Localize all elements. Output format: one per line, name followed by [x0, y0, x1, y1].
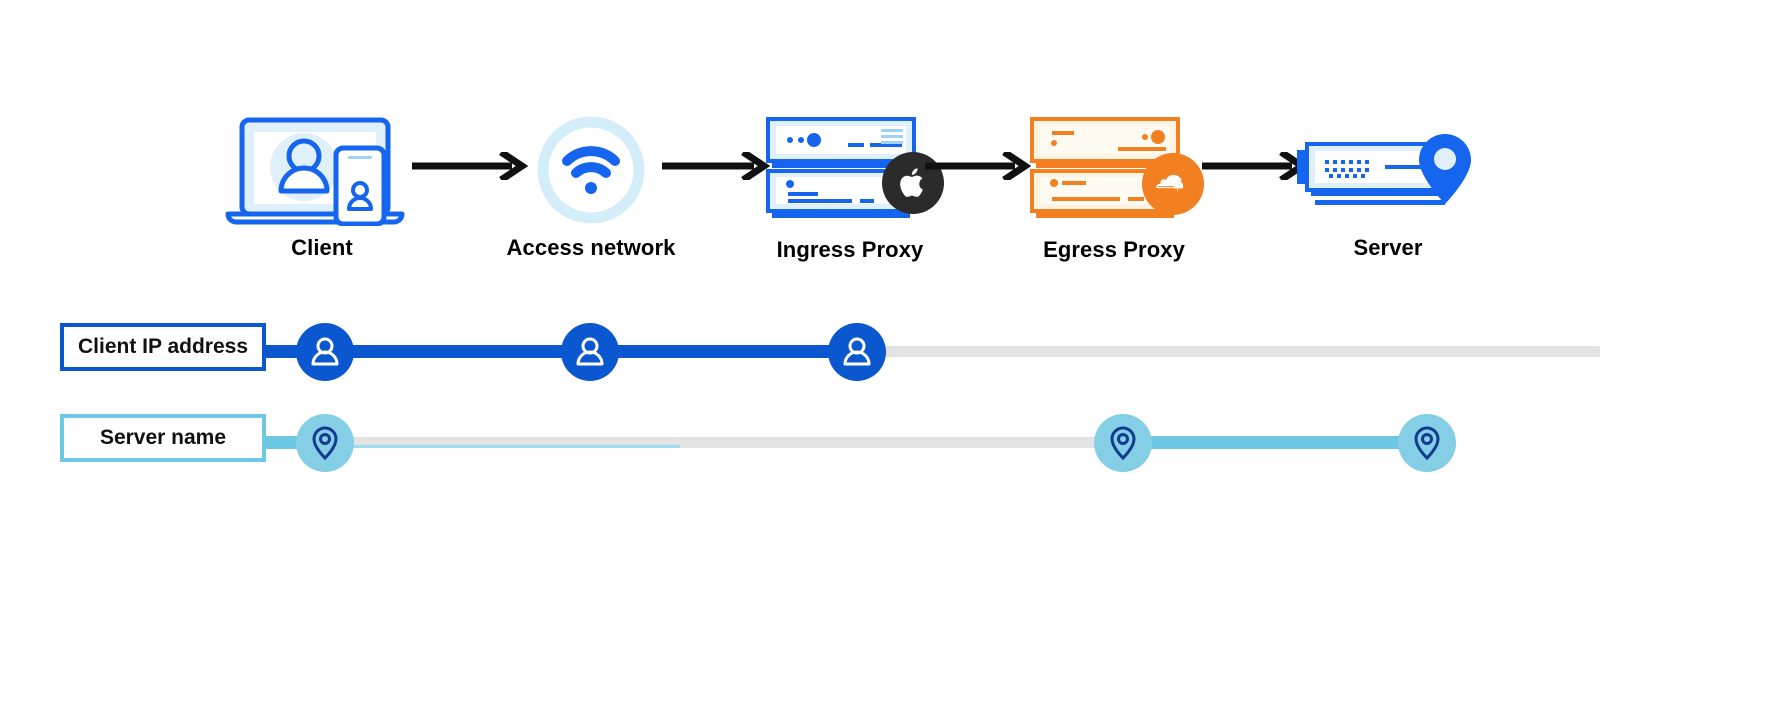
cloudflare-logo-icon	[1156, 174, 1184, 193]
map-pin-icon	[312, 426, 338, 461]
timeline-node-server-name-server	[1398, 414, 1456, 472]
timeline-label-box-server-name: Server name	[60, 414, 266, 462]
pipeline-label-server: Server	[1353, 235, 1423, 260]
timeline-label-box-client-ip: Client IP address	[60, 323, 267, 371]
timeline-node-client-ip-access-network	[561, 323, 619, 381]
arrow-ingress-proxy-to-egress-proxy	[925, 152, 1032, 180]
pipeline-node-client: Client	[222, 105, 422, 261]
person-icon	[576, 337, 604, 366]
cloudflare-logo-badge	[1142, 153, 1204, 215]
apple-logo-icon	[900, 168, 923, 197]
timeline-row-client-ip-address: Client IP address	[0, 307, 1792, 397]
arrow-client-to-access-network	[412, 152, 529, 180]
pipeline-node-access-network: Access network	[491, 105, 691, 261]
map-pin-icon	[1110, 426, 1136, 461]
pipeline-label-client: Client	[291, 235, 353, 260]
timeline-label-server-name: Server name	[99, 426, 227, 449]
timeline-node-server-name-egress-proxy	[1094, 414, 1152, 472]
server-icon-art	[1288, 105, 1488, 235]
server-stack-blue-icon	[766, 117, 916, 218]
ingress-proxy-icon-art	[750, 105, 950, 237]
server-unit-pin-icon	[1297, 134, 1471, 205]
apple-logo-badge	[882, 152, 944, 214]
access-network-icon-art	[491, 105, 691, 235]
egress-proxy-icon-art	[1014, 105, 1214, 237]
laptop-phone-user-icon	[225, 117, 405, 226]
timeline-label-client-ip: Client IP address	[78, 335, 249, 358]
pipeline-label-ingress-proxy: Ingress Proxy	[776, 237, 924, 262]
timeline-node-client-ip-client	[296, 323, 354, 381]
timeline-node-server-name-client	[296, 414, 354, 472]
client-icon-art	[222, 105, 422, 235]
person-icon	[311, 337, 339, 366]
map-pin-icon	[1414, 426, 1440, 461]
pipeline-node-egress-proxy: Egress Proxy	[1014, 105, 1214, 263]
pipeline-node-ingress-proxy: Ingress Proxy	[750, 105, 950, 263]
timeline-hairline-server-name	[320, 445, 680, 448]
pipeline-label-access-network: Access network	[506, 235, 676, 260]
timeline-inactive-track-server-name	[320, 437, 1130, 448]
arrow-access-network-to-ingress-proxy	[662, 152, 771, 180]
timeline-node-client-ip-ingress-proxy	[828, 323, 886, 381]
pipeline-label-egress-proxy: Egress Proxy	[1043, 237, 1185, 262]
person-icon	[843, 337, 871, 366]
timeline-active-track-server-name-right	[1120, 436, 1420, 449]
timeline-inactive-track-client-ip	[262, 346, 1600, 357]
timeline-row-server-name: Server name	[0, 398, 1792, 488]
pipeline-node-server: Server	[1288, 105, 1488, 261]
wifi-circle-icon	[537, 116, 645, 224]
